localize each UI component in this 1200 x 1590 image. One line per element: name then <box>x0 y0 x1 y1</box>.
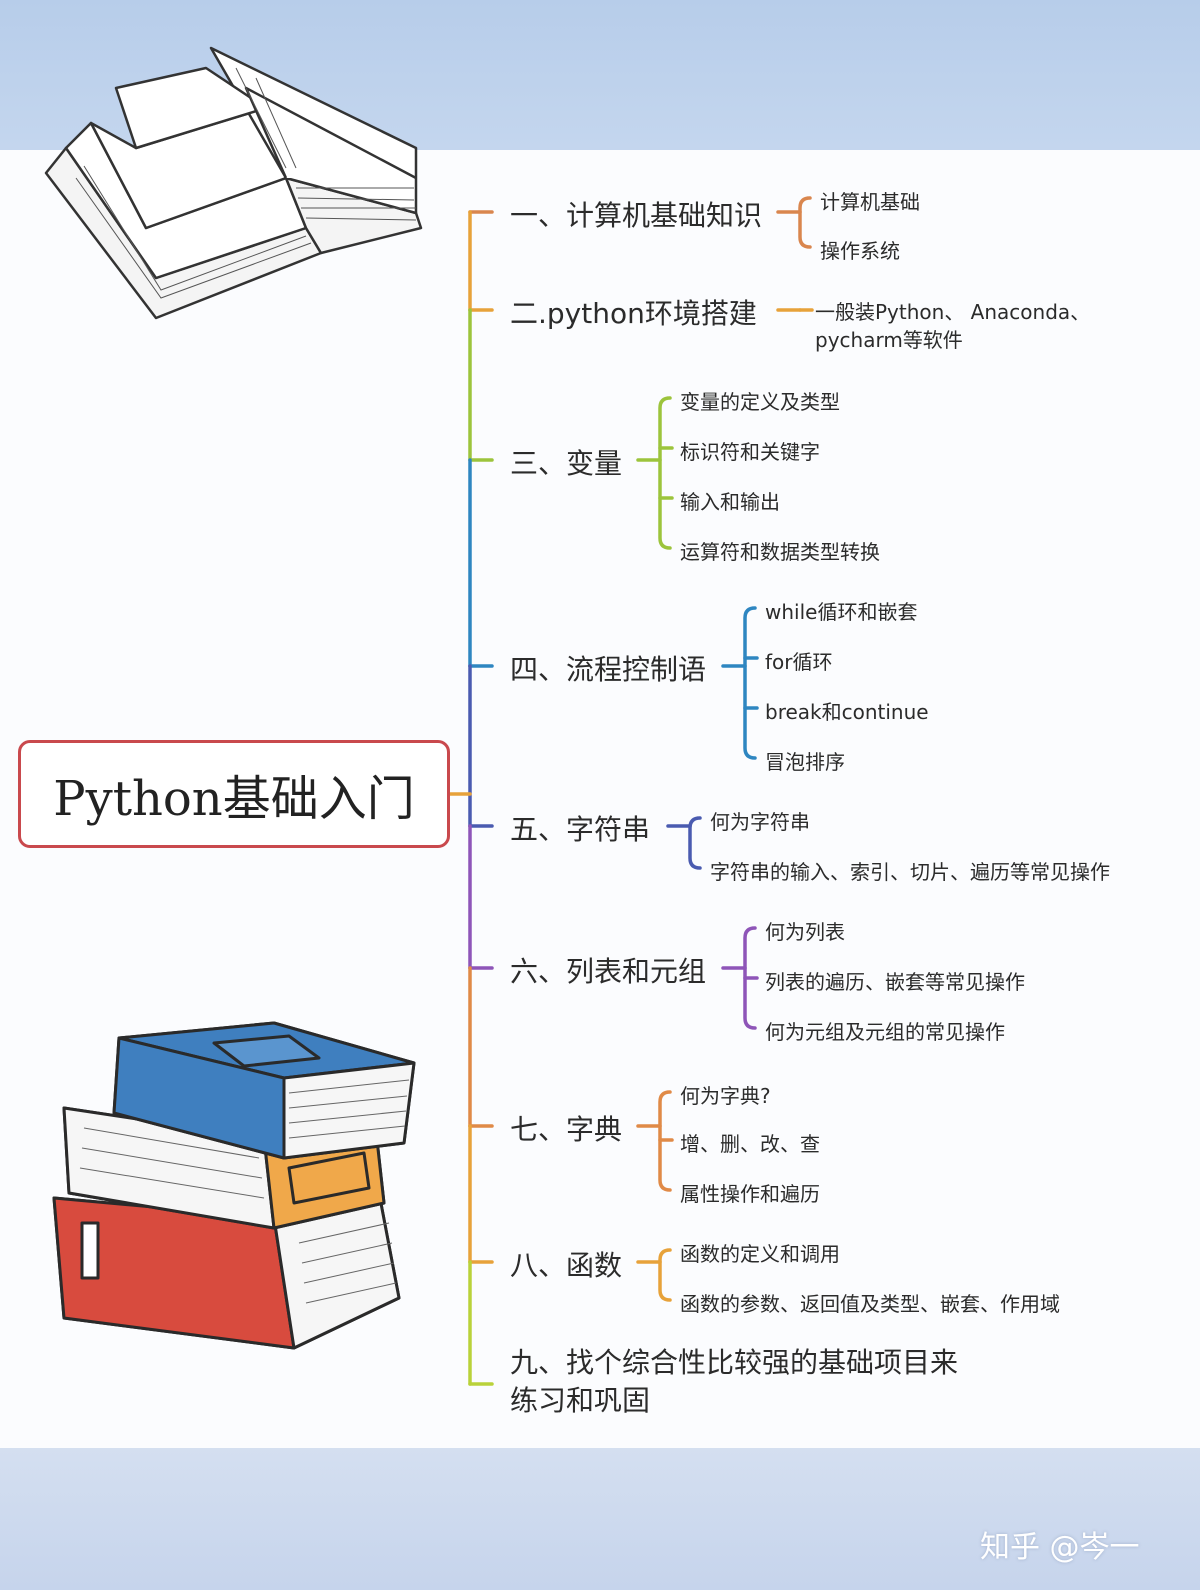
leaf-label: 运算符和数据类型转换 <box>680 540 880 564</box>
child-bracket <box>798 196 812 249</box>
leaf-label: 何为字典? <box>680 1084 771 1108</box>
leaf-label: 标识符和关键字 <box>680 440 820 464</box>
leaf-label: 列表的遍历、嵌套等常见操作 <box>765 970 1025 994</box>
leaf-label: 变量的定义及类型 <box>680 390 840 414</box>
leaf-label: while循环和嵌套 <box>765 600 918 624</box>
leaf-label: 计算机基础 <box>820 190 920 214</box>
watermark: 知乎 @岑一 <box>980 1530 1140 1565</box>
branch-label: 七、字典 <box>510 1113 623 1146</box>
open-book-illustration <box>44 46 423 320</box>
child-bracket <box>688 816 702 870</box>
branch-label: 四、流程控制语 <box>510 653 707 686</box>
leaf-label: 增、删、改、查 <box>680 1132 820 1156</box>
leaf-label: for循环 <box>765 650 833 674</box>
leaf-label: 函数的参数、返回值及类型、嵌套、作用域 <box>680 1292 1060 1316</box>
child-bracket <box>658 1248 672 1302</box>
child-bracket <box>743 606 757 760</box>
leaf-label: 输入和输出 <box>680 490 780 514</box>
leaf-label: break和continue <box>765 700 929 724</box>
leaf-label: 何为元组及元组的常见操作 <box>765 1020 1005 1044</box>
leaf-label: 操作系统 <box>820 239 900 263</box>
branch-label: 二.python环境搭建 <box>510 297 757 330</box>
leaf-label: 字符串的输入、索引、切片、遍历等常见操作 <box>710 860 1110 884</box>
branch-label: 三、变量 <box>510 447 623 480</box>
leaf-label: 何为字符串 <box>710 810 810 834</box>
bottom-band <box>0 1448 1200 1590</box>
leaf-label: 冒泡排序 <box>765 750 845 774</box>
branch-label: 五、字符串 <box>510 813 651 846</box>
leaf-label: 一般装Python、 Anaconda、pycharm等软件 <box>815 300 1091 352</box>
root-node: Python基础入门 <box>18 740 450 848</box>
leaf-label: 属性操作和遍历 <box>680 1182 820 1206</box>
branch-label: 六、列表和元组 <box>510 955 707 988</box>
leaf-label: 函数的定义和调用 <box>680 1242 840 1266</box>
branch-label: 一、计算机基础知识 <box>510 199 763 232</box>
branch-label: 八、函数 <box>510 1249 623 1282</box>
leaf-label: 何为列表 <box>765 920 845 944</box>
branch-label: 九、找个综合性比较强的基础项目来练习和巩固 <box>510 1346 959 1417</box>
book-stack-illustration <box>52 1021 416 1350</box>
child-bracket <box>658 396 672 550</box>
